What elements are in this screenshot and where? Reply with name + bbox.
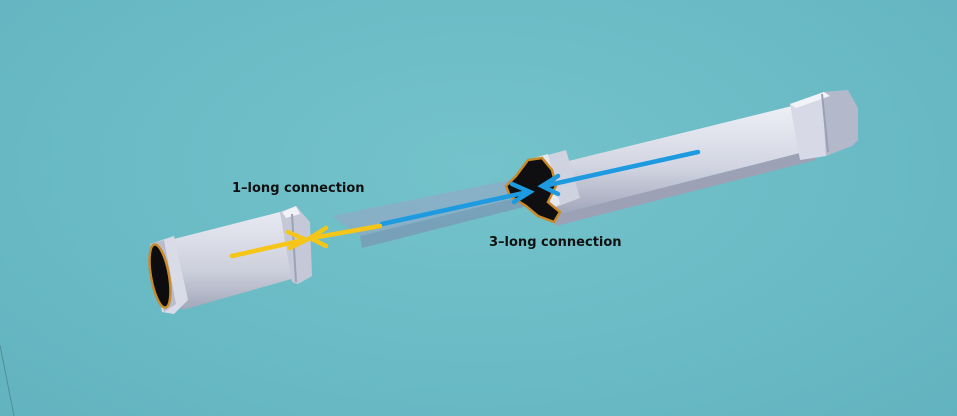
one-long-arrow-left (229, 237, 307, 259)
three-long-arrow-left (379, 189, 531, 227)
one-long-connection-label: 1–long connection (232, 181, 365, 196)
ghost-pipe-segment (332, 178, 528, 248)
long-pipe-end-cap (790, 90, 858, 160)
three-long-arrowhead-left (509, 181, 535, 205)
short-pipe-opening (148, 243, 172, 309)
long-pipe[interactable] (504, 90, 858, 226)
one-long-arrowhead-right (305, 225, 329, 249)
three-long-arrow-right (541, 149, 701, 189)
grid-line (0, 344, 15, 416)
three-long-arrows (379, 149, 701, 227)
short-pipe[interactable] (146, 206, 312, 314)
one-long-arrows (229, 223, 383, 259)
one-long-arrow-right (309, 223, 383, 241)
three-long-connection-label: 3–long connection (489, 235, 622, 250)
three-long-arrowhead-right (537, 173, 561, 197)
one-long-arrowhead-left (285, 229, 312, 251)
